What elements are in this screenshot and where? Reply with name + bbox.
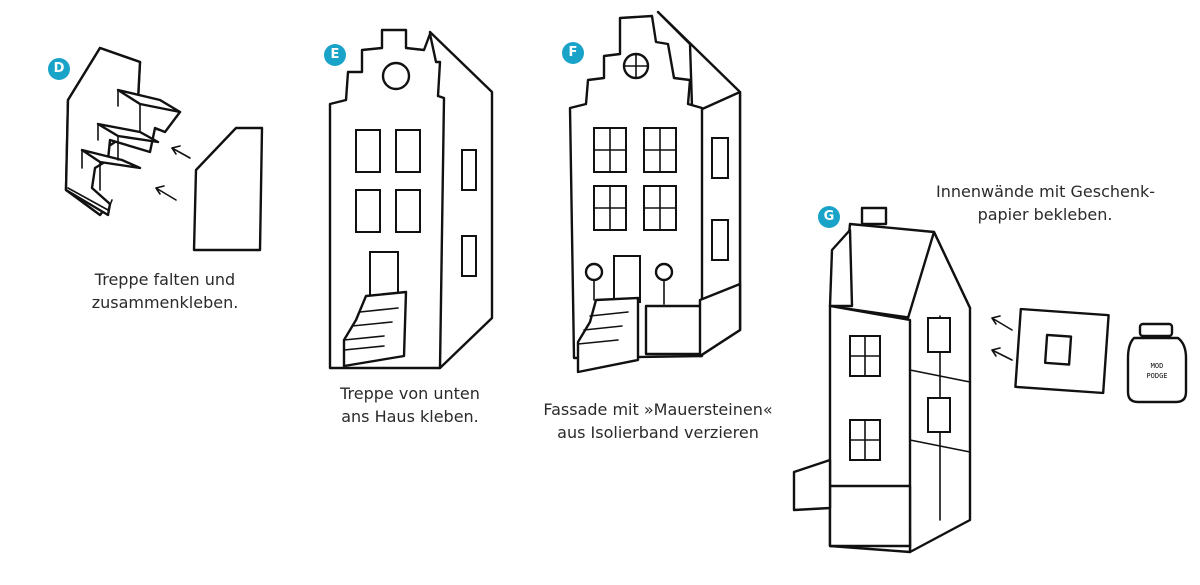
step-d-badge: D (48, 58, 70, 80)
folded-staircase (64, 46, 182, 217)
step-e-caption-line-2: ans Haus kleben. (341, 407, 479, 426)
step-d-caption-line-2: zusammenkleben. (91, 293, 239, 312)
step-d-caption-line-1: Treppe falten und (94, 270, 236, 289)
arrows-d (155, 145, 191, 201)
step-g-caption-line-1: Innenwände mit Geschenk- (936, 182, 1156, 201)
step-f-caption: Fassade mit »Mauersteinen« aus Isolierba… (538, 398, 778, 444)
decorated-house (568, 10, 742, 374)
jar-label-line-2: PODGE (1146, 372, 1167, 380)
stair-side-panel (192, 126, 264, 252)
step-f-badge: F (562, 42, 584, 64)
step-f-caption-line-2: aus Isolierband verzieren (557, 423, 759, 442)
arrows-g (991, 315, 1013, 361)
step-f-caption-line-1: Fassade mit »Mauersteinen« (543, 400, 773, 419)
step-g-caption: Innenwände mit Geschenk- papier bekleben… (936, 180, 1156, 226)
jar-label-line-1: MOD (1151, 362, 1164, 370)
step-e-caption: Treppe von unten ans Haus kleben. (330, 382, 490, 428)
step-g-caption-line-2: papier bekleben. (977, 205, 1113, 224)
step-e-caption-line-1: Treppe von unten (340, 384, 480, 403)
mod-podge-jar: MOD PODGE (1126, 322, 1188, 404)
plain-house (328, 28, 494, 370)
step-d-caption: Treppe falten und zusammenkleben. (80, 268, 250, 314)
house-cutaway (792, 206, 972, 554)
step-e-badge: E (324, 44, 346, 66)
gift-paper-swatch (1014, 307, 1110, 395)
step-g-badge: G (818, 206, 840, 228)
